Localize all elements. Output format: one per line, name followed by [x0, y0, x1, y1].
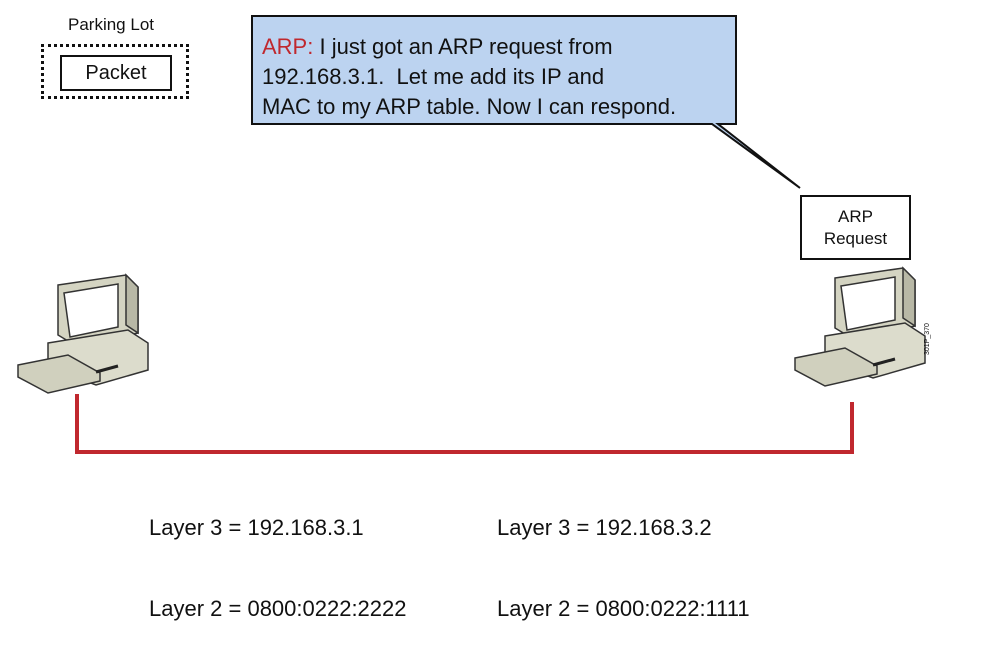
network-link [75, 394, 854, 454]
arp-keyword: ARP: [262, 34, 314, 59]
left-layer2: Layer 2 = 0800:0222:2222 [149, 596, 407, 621]
bubble-line-3: MAC to my ARP table. Now I can respond. [262, 94, 677, 119]
arp-diagram [17, 15, 926, 454]
parking-lot-title: Parking Lot [68, 15, 154, 34]
bubble-line-1-rest: I just got an ARP request from [313, 34, 613, 59]
left-host-addresses: Layer 3 = 192.168.3.1 Layer 2 = 0800:022… [149, 460, 407, 649]
right-layer3: Layer 3 = 192.168.3.2 [497, 515, 712, 540]
figure-code: 301P_370 [924, 323, 931, 355]
packet-box: Packet [60, 55, 172, 91]
arp-request-line-1: ARP [838, 207, 873, 226]
computer-left-icon [17, 273, 149, 394]
computer-right-icon [794, 266, 926, 387]
bubble-text: ARP: I just got an ARP request from 192.… [262, 32, 742, 122]
right-host-addresses: Layer 3 = 192.168.3.2 Layer 2 = 0800:022… [497, 460, 750, 649]
bubble-line-2: 192.168.3.1. Let me add its IP and [262, 64, 605, 89]
arp-request-line-2: Request [823, 229, 888, 248]
speech-bubble [251, 15, 801, 189]
right-layer2: Layer 2 = 0800:0222:1111 [497, 596, 750, 621]
left-layer3: Layer 3 = 192.168.3.1 [149, 515, 364, 540]
parking-lot-box [41, 44, 189, 99]
arp-request-box: ARP Request [800, 195, 911, 260]
bubble-line-1: ARP: I just got an ARP request from [262, 32, 742, 62]
